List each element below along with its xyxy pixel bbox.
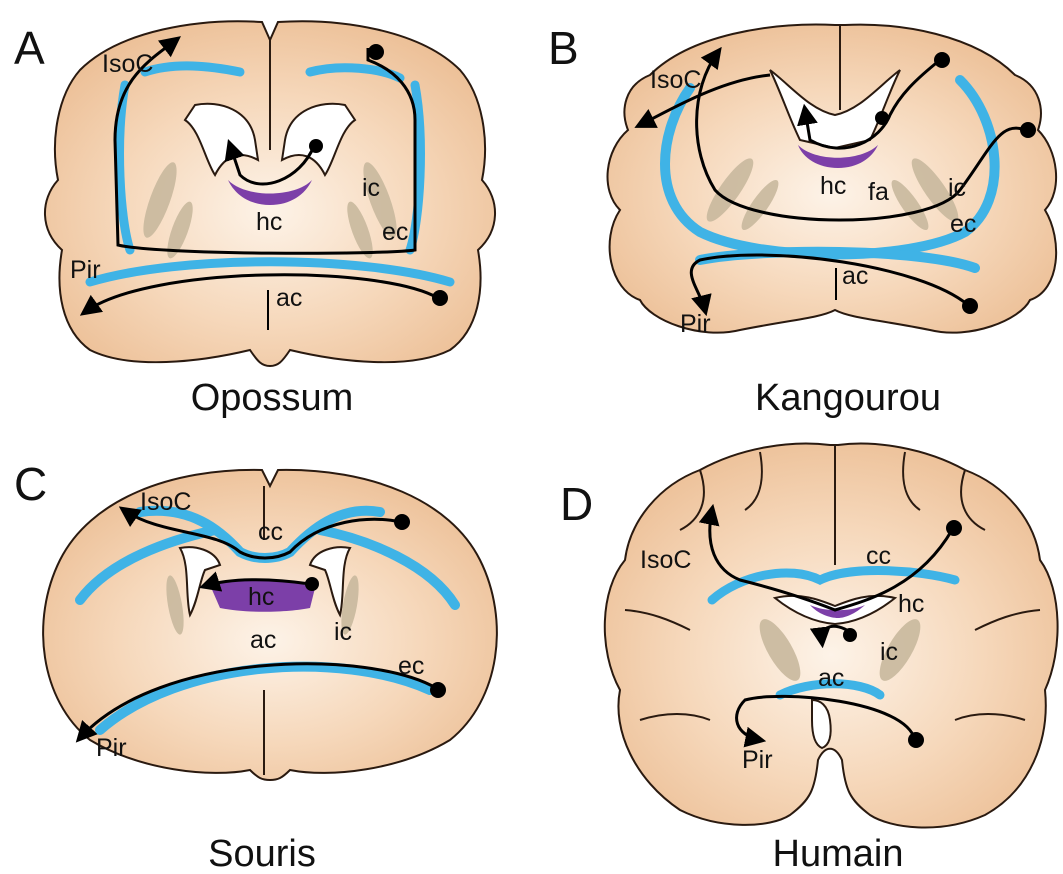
brain-section-d <box>605 444 1058 828</box>
label-ic-a: ic <box>362 174 380 202</box>
label-isoc-b: IsoC <box>650 66 701 94</box>
label-ic-b: ic <box>948 174 966 202</box>
neuron-soma-d3 <box>908 732 924 748</box>
label-fa-b: fa <box>868 178 889 206</box>
label-pir-d: Pir <box>742 746 773 774</box>
label-cc-c: cc <box>258 518 283 546</box>
label-ic-d: ic <box>880 638 898 666</box>
label-ac-d: ac <box>818 664 844 692</box>
label-ec-b: ec <box>950 210 976 238</box>
panel-b: B IsoC hc fa ic ec ac Pir <box>548 22 1056 419</box>
label-ec-a: ec <box>382 218 408 246</box>
panel-a: A IsoC h <box>14 21 495 419</box>
label-isoc-c: IsoC <box>140 488 191 516</box>
neuron-soma-d2 <box>843 628 857 642</box>
neuron-soma-b1 <box>934 52 950 68</box>
species-name-d: Humain <box>773 833 904 874</box>
label-ac-a: ac <box>276 284 302 312</box>
label-pir-b: Pir <box>680 310 711 338</box>
neuron-soma-b2 <box>1020 122 1036 138</box>
panel-d: D IsoC <box>560 444 1058 874</box>
label-hc-d: hc <box>898 590 924 618</box>
neuron-soma-c3 <box>430 682 446 698</box>
neuron-soma-c2 <box>305 577 319 591</box>
label-pir-c: Pir <box>96 734 127 762</box>
label-isoc-a: IsoC <box>102 50 153 78</box>
neuron-soma-d1 <box>946 520 962 536</box>
label-pir-a: Pir <box>70 256 101 284</box>
label-ic-c: ic <box>334 618 352 646</box>
neuron-soma-a3 <box>432 290 448 306</box>
panel-c: C IsoC cc hc ic ac ec Pir Sour <box>14 458 497 874</box>
label-hc-a: hc <box>256 208 282 236</box>
neuron-soma-b4 <box>962 298 978 314</box>
label-hc-c: hc <box>248 583 274 611</box>
panel-letter-b: B <box>548 22 579 74</box>
neuron-soma-b3 <box>875 111 889 125</box>
label-ec-c: ec <box>398 652 424 680</box>
label-isoc-d: IsoC <box>640 546 691 574</box>
label-hc-b: hc <box>820 172 846 200</box>
panel-letter-a: A <box>14 22 45 74</box>
species-name-a: Opossum <box>191 377 354 419</box>
panel-letter-c: C <box>14 458 47 510</box>
species-name-b: Kangourou <box>755 377 941 419</box>
label-ac-b: ac <box>842 262 868 290</box>
neuron-soma-a1 <box>368 44 384 60</box>
species-name-c: Souris <box>208 833 316 874</box>
neuron-soma-c1 <box>394 514 410 530</box>
label-ac-c: ac <box>250 626 276 654</box>
label-cc-d: cc <box>866 542 891 570</box>
neuron-soma-a2 <box>309 139 323 153</box>
panel-letter-d: D <box>560 478 593 530</box>
